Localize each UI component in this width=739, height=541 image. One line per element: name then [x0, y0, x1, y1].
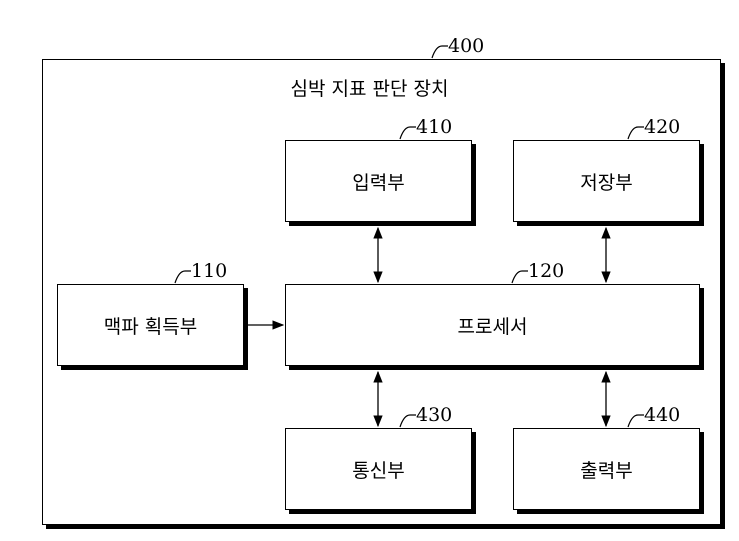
ref-410: 410 — [416, 116, 453, 138]
input-unit-label: 입력부 — [352, 171, 405, 194]
ref-440: 440 — [644, 404, 681, 426]
leader-420 — [627, 126, 644, 140]
input-unit-block: 입력부 — [285, 140, 472, 222]
leader-120 — [511, 270, 528, 284]
leader-400 — [431, 45, 448, 59]
processor-label: 프로세서 — [457, 315, 528, 338]
pulse-acquisition-block: 맥파 획득부 — [57, 284, 244, 366]
output-unit-label: 출력부 — [580, 459, 633, 482]
communication-unit-label: 통신부 — [352, 459, 405, 482]
leader-410 — [399, 126, 416, 140]
leader-430 — [399, 414, 416, 428]
leader-440 — [627, 414, 644, 428]
communication-unit-block: 통신부 — [285, 428, 472, 510]
processor-block: 프로세서 — [285, 284, 700, 366]
device-boundary — [42, 59, 721, 525]
ref-430: 430 — [416, 404, 453, 426]
storage-unit-label: 저장부 — [580, 171, 633, 194]
leader-110 — [174, 270, 191, 284]
device-title: 심박 지표 판단 장치 — [290, 78, 449, 100]
pulse-acquisition-label: 맥파 획득부 — [103, 315, 198, 338]
storage-unit-block: 저장부 — [513, 140, 700, 222]
ref-120: 120 — [528, 260, 565, 282]
ref-420: 420 — [644, 116, 681, 138]
ref-110: 110 — [191, 260, 228, 282]
ref-400: 400 — [448, 35, 485, 57]
output-unit-block: 출력부 — [513, 428, 700, 510]
